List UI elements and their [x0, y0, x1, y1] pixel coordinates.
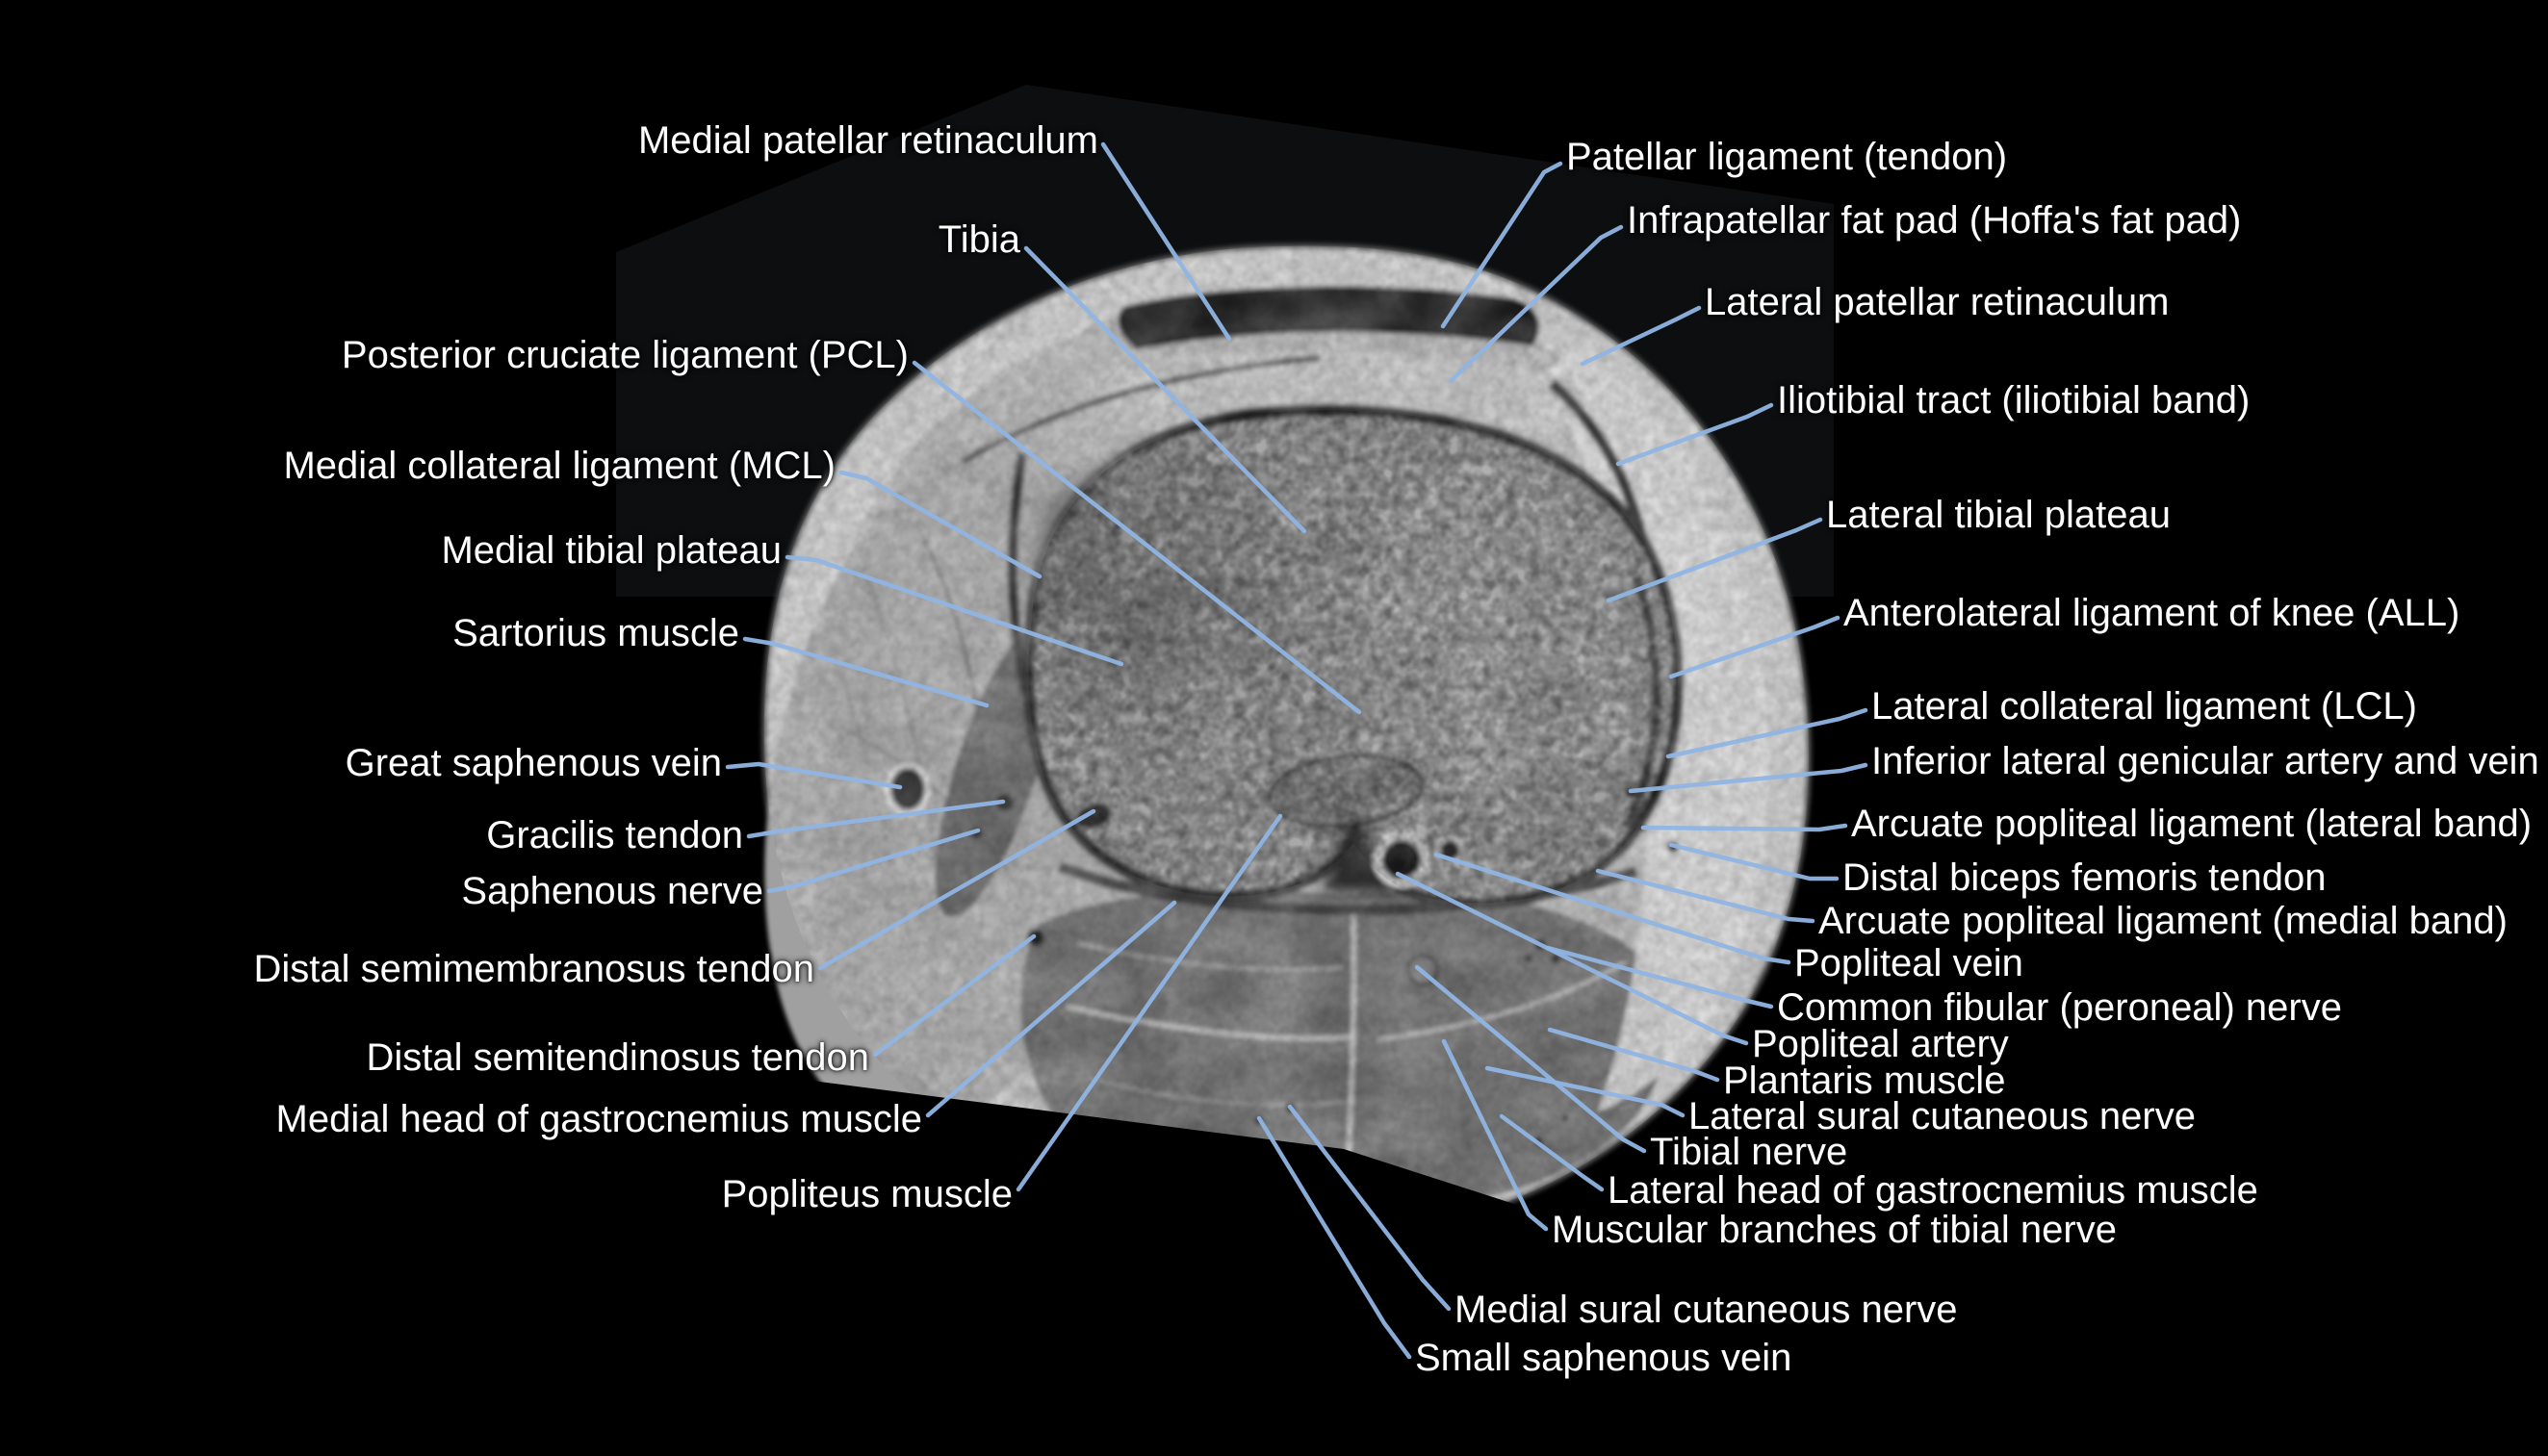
leader-great-saphenous-vein: [725, 761, 903, 790]
leader-infrapatellar-fat-pad: [1448, 224, 1624, 384]
label-popliteal-vein: Popliteal vein: [1794, 942, 2023, 984]
label-sartorius-muscle: Sartorius muscle: [452, 612, 739, 654]
leader-patellar-ligament-tendon: [1440, 161, 1563, 329]
leader-popliteal-vein: [1433, 852, 1791, 965]
leader-lateral-tibial-plateau: [1606, 517, 1823, 603]
leader-plantaris-muscle: [1547, 1027, 1720, 1083]
label-medial-collateral-ligament-mcl: Medial collateral ligament (MCL): [283, 445, 836, 487]
leader-medial-tibial-plateau: [785, 554, 1124, 667]
leader-tibial-nerve: [1414, 964, 1647, 1154]
leader-iliotibial-tract: [1615, 402, 1774, 467]
label-tibia: Tibia: [939, 218, 1021, 261]
leader-saphenous-nerve: [766, 828, 981, 894]
label-arcuate-popliteal-ligament-lateral-band: Arcuate popliteal ligament (lateral band…: [1851, 803, 2532, 845]
leader-distal-semimembranosus-tendon: [817, 808, 1096, 971]
label-distal-semimembranosus-tendon: Distal semimembranosus tendon: [254, 948, 814, 990]
label-gracilis-tendon: Gracilis tendon: [486, 814, 743, 856]
leader-arcuate-popliteal-ligament-lateral-band: [1640, 823, 1848, 832]
label-popliteus-muscle: Popliteus muscle: [722, 1173, 1013, 1215]
leader-lateral-sural-cutaneous-nerve: [1484, 1065, 1686, 1118]
label-popliteal-artery: Popliteal artery: [1752, 1023, 2009, 1065]
label-muscular-branches-of-tibial-nerve: Muscular branches of tibial nerve: [1552, 1209, 2117, 1251]
label-small-saphenous-vein: Small saphenous vein: [1415, 1337, 1791, 1379]
leader-common-fibular-peroneal-nerve: [1545, 945, 1774, 1009]
leader-popliteal-artery: [1395, 871, 1749, 1046]
label-plantaris-muscle: Plantaris muscle: [1723, 1060, 2005, 1102]
leader-small-saphenous-vein: [1256, 1115, 1412, 1360]
scan-bottom-cutoff: [674, 1078, 1829, 1456]
leader-inferior-lateral-genicular-artery-and-vein: [1628, 762, 1868, 794]
leader-sartorius-muscle: [742, 636, 990, 708]
leader-medial-collateral-ligament-mcl: [838, 470, 1042, 579]
annotations: Medial patellar retinaculum Tibia Poster…: [254, 119, 2539, 1379]
leader-muscular-branches-of-tibial-nerve: [1441, 1038, 1549, 1232]
label-medial-patellar-retinaculum: Medial patellar retinaculum: [638, 119, 1098, 162]
label-saphenous-nerve: Saphenous nerve: [461, 870, 763, 912]
label-lateral-collateral-ligament-lcl: Lateral collateral ligament (LCL): [1871, 685, 2417, 728]
label-distal-biceps-femoris-tendon: Distal biceps femoris tendon: [1842, 856, 2326, 899]
leader-arcuate-popliteal-ligament-medial-band: [1595, 868, 1815, 924]
label-iliotibial-tract: Iliotibial tract (iliotibial band): [1777, 379, 2250, 421]
label-inferior-lateral-genicular-artery-and-vein: Inferior lateral genicular artery and ve…: [1871, 740, 2539, 782]
leader-posterior-cruciate-ligament-pcl: [912, 360, 1362, 715]
leader-lateral-head-of-gastrocnemius-muscle: [1499, 1113, 1605, 1192]
label-arcuate-popliteal-ligament-medial-band: Arcuate popliteal ligament (medial band): [1818, 900, 2508, 942]
label-tibial-nerve: Tibial nerve: [1650, 1131, 1847, 1173]
leader-anterolateral-ligament-of-knee-all: [1668, 615, 1840, 679]
leader-distal-biceps-femoris-tendon: [1668, 842, 1840, 881]
leader-lateral-collateral-ligament-lcl: [1665, 707, 1868, 759]
leader-gracilis-tendon: [746, 799, 1006, 839]
leader-popliteus-muscle: [1016, 813, 1283, 1192]
label-common-fibular-peroneal-nerve: Common fibular (peroneal) nerve: [1777, 986, 2342, 1029]
label-distal-semitendinosus-tendon: Distal semitendinosus tendon: [366, 1036, 869, 1079]
label-infrapatellar-fat-pad: Infrapatellar fat pad (Hoffa's fat pad): [1627, 199, 2241, 242]
leader-distal-semitendinosus-tendon: [872, 933, 1037, 1058]
label-medial-sural-cutaneous-nerve: Medial sural cutaneous nerve: [1454, 1289, 1958, 1331]
label-lateral-head-of-gastrocnemius-muscle: Lateral head of gastrocnemius muscle: [1608, 1169, 2258, 1212]
leader-medial-sural-cutaneous-nerve: [1287, 1104, 1452, 1312]
label-posterior-cruciate-ligament-pcl: Posterior cruciate ligament (PCL): [342, 334, 909, 376]
leader-lateral-patellar-retinaculum: [1580, 305, 1702, 367]
label-anterolateral-ligament-of-knee-all: Anterolateral ligament of knee (ALL): [1843, 592, 2459, 634]
trabecular-texture: [1028, 410, 1679, 904]
label-lateral-tibial-plateau: Lateral tibial plateau: [1826, 494, 2171, 536]
label-lateral-patellar-retinaculum: Lateral patellar retinaculum: [1705, 281, 2169, 323]
label-lateral-sural-cutaneous-nerve: Lateral sural cutaneous nerve: [1688, 1095, 2196, 1137]
label-patellar-ligament-tendon: Patellar ligament (tendon): [1566, 136, 2007, 178]
leader-tibia: [1023, 245, 1307, 534]
leader-medial-patellar-retinaculum: [1100, 141, 1232, 342]
label-great-saphenous-vein: Great saphenous vein: [346, 742, 722, 784]
leader-medial-head-of-gastrocnemius-muscle: [925, 900, 1177, 1118]
label-medial-head-of-gastrocnemius-muscle: Medial head of gastrocnemius muscle: [276, 1098, 922, 1140]
label-medial-tibial-plateau: Medial tibial plateau: [441, 529, 782, 572]
